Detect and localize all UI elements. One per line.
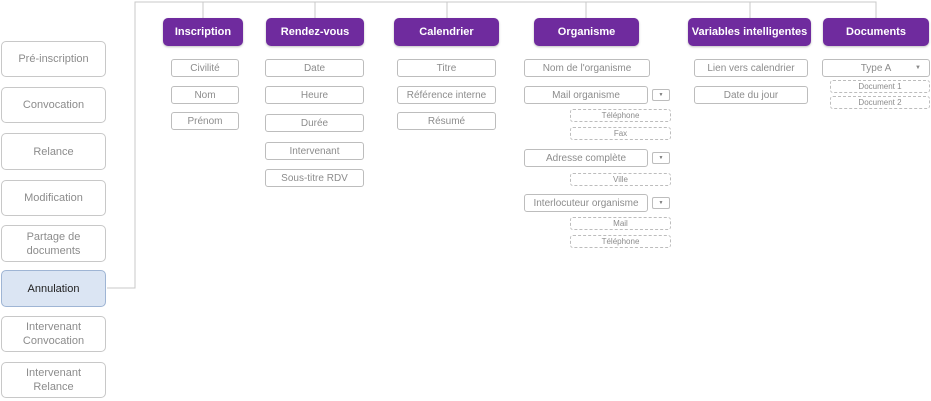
sub-field-mail[interactable]: Mail [570, 217, 671, 230]
field-sous-titre-rdv[interactable]: Sous-titre RDV [265, 169, 364, 187]
documents-type-select[interactable]: Type A ▼ [822, 59, 930, 77]
mail-organisme-dropdown-icon[interactable]: ▼ [652, 89, 670, 101]
documents-type-value: Type A [860, 62, 892, 74]
header-organisme[interactable]: Organisme [534, 18, 639, 46]
sub-field-document-2[interactable]: Document 2 [830, 96, 930, 109]
sub-field-fax[interactable]: Fax [570, 127, 671, 140]
field-reference-interne[interactable]: Référence interne [397, 86, 496, 104]
field-prenom[interactable]: Prénom [171, 112, 239, 130]
chevron-down-icon: ▼ [915, 65, 921, 71]
field-nom[interactable]: Nom [171, 86, 239, 104]
header-documents[interactable]: Documents [823, 18, 929, 46]
field-civilite[interactable]: Civilité [171, 59, 239, 77]
header-inscription[interactable]: Inscription [163, 18, 243, 46]
field-titre[interactable]: Titre [397, 59, 496, 77]
sidebar-item-relance[interactable]: Relance [1, 133, 106, 170]
field-date-du-jour[interactable]: Date du jour [694, 86, 808, 104]
sub-field-document-1[interactable]: Document 1 [830, 80, 930, 93]
sub-field-telephone[interactable]: Téléphone [570, 109, 671, 122]
sidebar-item-partage-de-documents[interactable]: Partage de documents [1, 225, 106, 262]
sidebar-item-convocation[interactable]: Convocation [1, 87, 106, 123]
adresse-dropdown-icon[interactable]: ▼ [652, 152, 670, 164]
annulation-connector [107, 1, 877, 289]
field-heure[interactable]: Heure [265, 86, 364, 104]
sidebar-item-modification[interactable]: Modification [1, 180, 106, 216]
field-mail-organisme[interactable]: Mail organisme [524, 86, 648, 104]
header-calendrier[interactable]: Calendrier [394, 18, 499, 46]
field-date[interactable]: Date [265, 59, 364, 77]
field-intervenant[interactable]: Intervenant [265, 142, 364, 160]
sub-field-ville[interactable]: Ville [570, 173, 671, 186]
sidebar-item-annulation[interactable]: Annulation [1, 270, 106, 307]
interlocuteur-dropdown-icon[interactable]: ▼ [652, 197, 670, 209]
sidebar-item-intervenant-relance[interactable]: Intervenant Relance [1, 362, 106, 398]
field-duree[interactable]: Durée [265, 114, 364, 132]
header-rendezvous[interactable]: Rendez-vous [266, 18, 364, 46]
field-interlocuteur-organisme[interactable]: Interlocuteur organisme [524, 194, 648, 212]
header-variables-intelligentes[interactable]: Variables intelligentes [688, 18, 811, 46]
sub-field-telephone-interlocuteur[interactable]: Téléphone [570, 235, 671, 248]
field-nom-organisme[interactable]: Nom de l'organisme [524, 59, 650, 77]
sidebar-item-pre-inscription[interactable]: Pré-inscription [1, 41, 106, 77]
field-adresse-complete[interactable]: Adresse complète [524, 149, 648, 167]
field-resume[interactable]: Résumé [397, 112, 496, 130]
field-lien-vers-calendrier[interactable]: Lien vers calendrier [694, 59, 808, 77]
sidebar-item-intervenant-convocation[interactable]: Intervenant Convocation [1, 316, 106, 352]
